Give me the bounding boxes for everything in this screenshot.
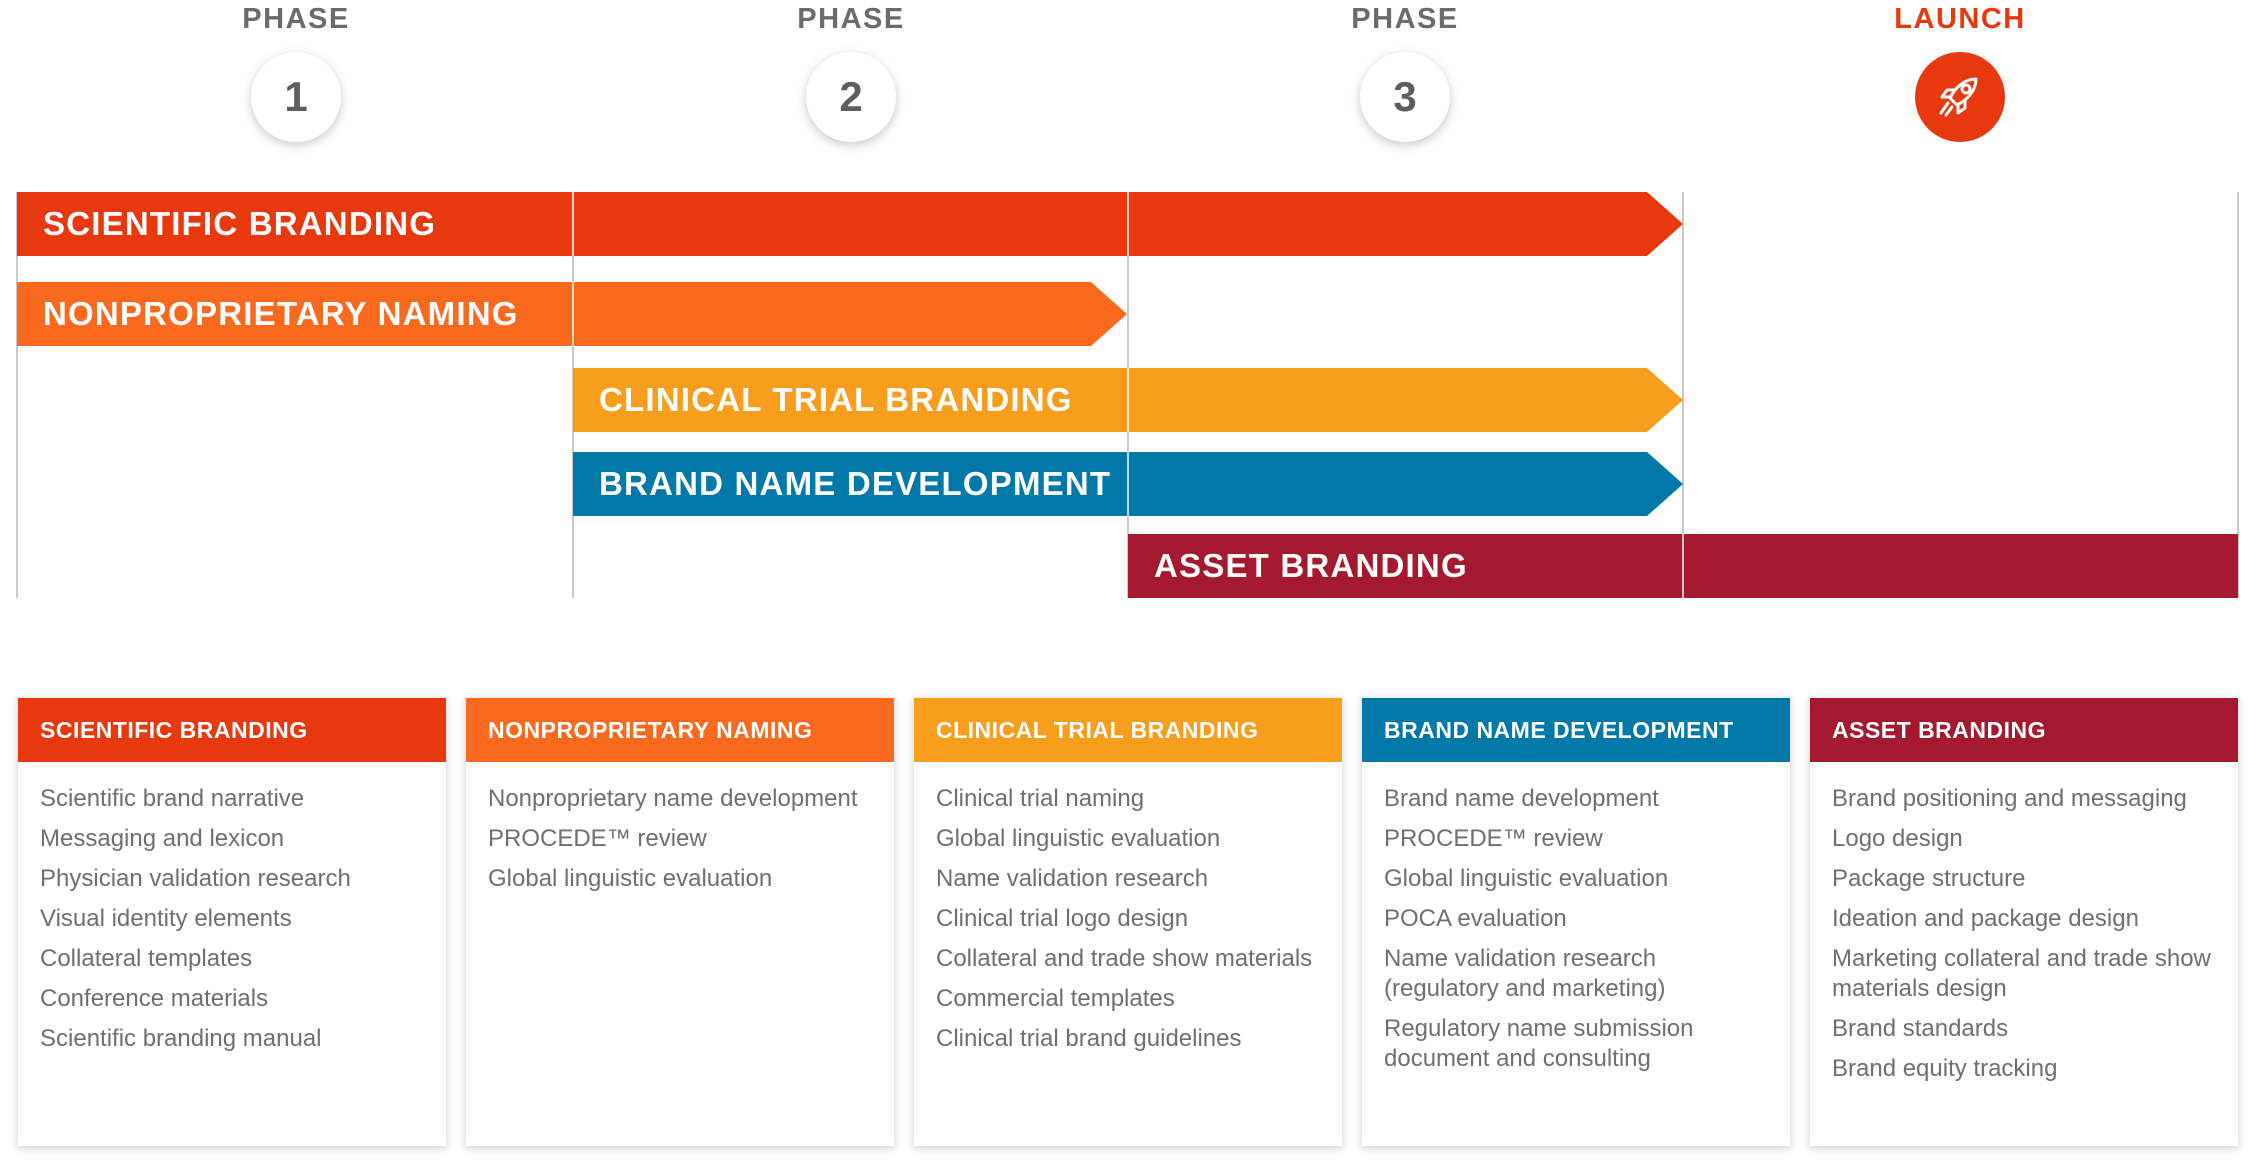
card-item: Nonproprietary name development <box>488 785 858 812</box>
card-item-list: Nonproprietary name development PROCEDE™… <box>466 762 894 894</box>
card-item: Marketing collateral and trade show mate… <box>1832 945 2211 1002</box>
card-item: Global linguistic evaluation <box>1384 865 1669 892</box>
card-item: Logo design <box>1832 825 1963 852</box>
bar-segment-divider <box>1127 368 1129 432</box>
phase-number-badge: 1 <box>251 52 341 142</box>
card-item: Physician validation research <box>40 865 351 892</box>
bar-label: NONPROPRIETARY NAMING <box>43 295 519 332</box>
card-item: Brand positioning and messaging <box>1832 785 2187 812</box>
card-item: Clinical trial logo design <box>936 905 1189 932</box>
asset-branding-card: ASSET BRANDING Brand positioning and mes… <box>1810 698 2238 1146</box>
bar-segment-divider <box>1127 192 1129 256</box>
card-item-list: Scientific brand narrative Messaging and… <box>18 762 446 1054</box>
card-item: Name validation research <box>936 865 1209 892</box>
phase-divider-line <box>1682 192 1684 598</box>
card-title: ASSET BRANDING <box>1810 698 2238 762</box>
phase-number-badge: 3 <box>1360 52 1450 142</box>
card-item: Brand standards <box>1832 1015 2009 1042</box>
launch-label: LAUNCH <box>1894 3 2026 35</box>
launch-header: LAUNCH <box>1840 0 2080 142</box>
phase-number-badge: 2 <box>806 52 896 142</box>
card-title: NONPROPRIETARY NAMING <box>466 698 894 762</box>
card-item-list: Brand name development PROCEDE™ review G… <box>1362 762 1790 1074</box>
card-title: BRAND NAME DEVELOPMENT <box>1362 698 1790 762</box>
card-item-list: Brand positioning and messaging Logo des… <box>1810 762 2238 1084</box>
card-item: Collateral templates <box>40 945 253 972</box>
card-item: Commercial templates <box>936 985 1175 1012</box>
card-item: Global linguistic evaluation <box>488 865 773 892</box>
bar-segment-divider <box>1682 534 1684 598</box>
card-title: CLINICAL TRIAL BRANDING <box>914 698 1342 762</box>
card-item: Regulatory name submission document and … <box>1384 1015 1694 1072</box>
phase-label: PHASE <box>1351 3 1459 35</box>
card-item: Global linguistic evaluation <box>936 825 1221 852</box>
card-item: Visual identity elements <box>40 905 292 932</box>
clinical-trial-branding-card: CLINICAL TRIAL BRANDING Clinical trial n… <box>914 698 1342 1146</box>
bar-segment-divider <box>572 192 574 256</box>
card-item: Clinical trial brand guidelines <box>936 1025 1242 1052</box>
card-item: PROCEDE™ review <box>1384 825 1603 852</box>
card-item: Collateral and trade show materials <box>936 945 1313 972</box>
scientific-branding-card: SCIENTIFIC BRANDING Scientific brand nar… <box>18 698 446 1146</box>
rocket-icon <box>1915 52 2005 142</box>
phase-3-header: PHASE 3 <box>1285 0 1525 142</box>
card-item-list: Clinical trial naming Global linguistic … <box>914 762 1342 1054</box>
bar-segment-divider <box>572 282 574 346</box>
bar-label: CLINICAL TRIAL BRANDING <box>599 381 1073 418</box>
phase-2-header: PHASE 2 <box>731 0 971 142</box>
card-item: Brand equity tracking <box>1832 1055 2058 1082</box>
phase-divider-line <box>2237 192 2239 598</box>
bar-segment-divider <box>1127 452 1129 516</box>
card-item: Ideation and package design <box>1832 905 2139 932</box>
phase-label: PHASE <box>797 3 905 35</box>
card-item: Name validation research (regulatory and… <box>1384 945 1666 1002</box>
card-item: Messaging and lexicon <box>40 825 285 852</box>
bar-label: SCIENTIFIC BRANDING <box>43 205 437 242</box>
card-item: Conference materials <box>40 985 269 1012</box>
bar-label: ASSET BRANDING <box>1154 547 1468 584</box>
card-item: PROCEDE™ review <box>488 825 707 852</box>
brand-name-development-card: BRAND NAME DEVELOPMENT Brand name develo… <box>1362 698 1790 1146</box>
phase-1-header: PHASE 1 <box>176 0 416 142</box>
scientific-branding-bar: SCIENTIFIC BRANDING <box>17 192 1683 256</box>
card-item: Clinical trial naming <box>936 785 1145 812</box>
card-item: Scientific branding manual <box>40 1025 322 1052</box>
nonproprietary-naming-card: NONPROPRIETARY NAMING Nonproprietary nam… <box>466 698 894 1146</box>
card-item: Brand name development <box>1384 785 1659 812</box>
phase-label: PHASE <box>242 3 350 35</box>
bar-label: BRAND NAME DEVELOPMENT <box>599 465 1112 502</box>
phase-divider-line <box>16 192 18 598</box>
card-item: Scientific brand narrative <box>40 785 305 812</box>
card-item: POCA evaluation <box>1384 905 1567 932</box>
card-item: Package structure <box>1832 865 2026 892</box>
card-title: SCIENTIFIC BRANDING <box>18 698 446 762</box>
